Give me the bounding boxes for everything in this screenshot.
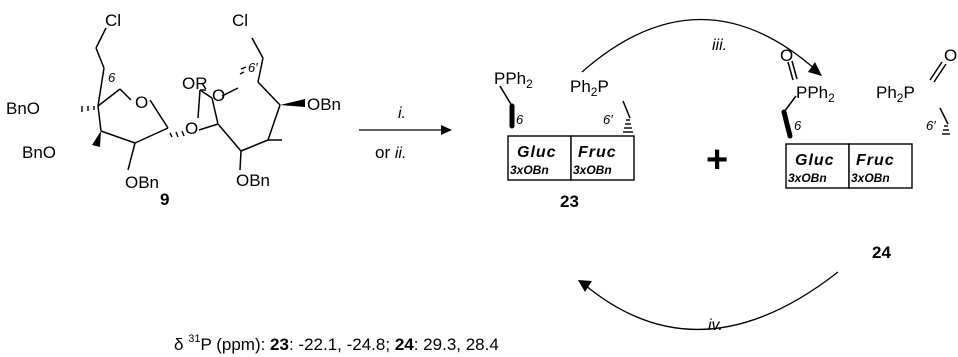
hashed-bond: [239, 66, 247, 75]
plus-sign: +: [706, 139, 728, 181]
wedge-bond: [280, 99, 305, 107]
reagent-iv-label: iv.: [708, 317, 723, 334]
ring-oxygen-label: O: [212, 86, 225, 105]
position-6-prime-label: 6′: [603, 112, 613, 127]
compound-number: 23: [560, 192, 579, 211]
compound-number: 24: [872, 243, 891, 262]
compound-9: Cl 6 O BnO BnO OBn O OR O Cl 6′ OBn OBn …: [6, 11, 341, 209]
gluc-substituent-label: 3xOBn: [788, 171, 827, 185]
reaction-arrow: i. or ii.: [359, 105, 452, 162]
hashed-bond: [623, 119, 633, 133]
fruc-box: [848, 143, 913, 189]
ph2p-label: Ph2P: [876, 83, 915, 105]
position-6-label: 6: [794, 118, 802, 133]
glycosidic-oxygen-label: O: [185, 119, 198, 138]
fruc-label: Fruc: [578, 144, 617, 161]
compound-24: O O PPh2 Ph2P 6 6′ Gluc Fruc 3xOBn 3xOBn…: [780, 46, 957, 262]
position-6-prime-label: 6′: [248, 60, 258, 75]
hashed-bond: [81, 106, 95, 112]
reagent-i-label: i.: [398, 105, 406, 122]
reduction-arrow: iv.: [578, 271, 839, 334]
position-6-label: 6: [108, 70, 116, 85]
position-6-label: 6: [516, 112, 524, 127]
oxygen-label: O: [780, 46, 793, 65]
hashed-bond: [942, 125, 950, 135]
compound-23: PPh2 Ph2P 6 6′ Gluc Fruc 3xOBn 3xOBn 23: [494, 69, 635, 211]
oxygen-label: O: [944, 46, 957, 65]
obn-label: OBn: [236, 171, 270, 190]
cl-label: Cl: [232, 11, 248, 30]
fruc-label: Fruc: [856, 152, 895, 169]
gluc-box: [507, 135, 572, 181]
position-6-prime-label: 6′: [926, 118, 936, 133]
ring-oxygen-label: O: [135, 93, 148, 112]
nmr-shift-data: δ 31P (ppm): 23: -22.1, -24.8; 24: 29.3,…: [174, 333, 499, 354]
gluc-substituent-label: 3xOBn: [510, 163, 549, 177]
oxidation-arrow: iii.: [581, 18, 822, 76]
hashed-bond: [169, 130, 185, 138]
obn-label: OBn: [307, 95, 341, 114]
compound-number: 9: [160, 190, 169, 209]
or-group-label: OR: [182, 74, 208, 93]
ph2p-label: Ph2P: [570, 77, 609, 99]
pph2-label: PPh2: [494, 69, 533, 91]
wedge-bond: [92, 131, 101, 147]
bno-label: BnO: [22, 143, 56, 162]
reagent-iii-label: iii.: [712, 37, 727, 54]
gluc-label: Gluc: [517, 144, 557, 161]
reagent-or-label: or ii.: [375, 143, 406, 162]
pph2-label: PPh2: [796, 83, 835, 105]
obn-label: OBn: [125, 173, 159, 192]
fruc-substituent-label: 3xOBn: [851, 171, 890, 185]
cl-label: Cl: [105, 11, 121, 30]
fruc-box: [570, 135, 635, 181]
bno-label: BnO: [6, 99, 40, 118]
fruc-substituent-label: 3xOBn: [573, 163, 612, 177]
gluc-label: Gluc: [795, 152, 835, 169]
